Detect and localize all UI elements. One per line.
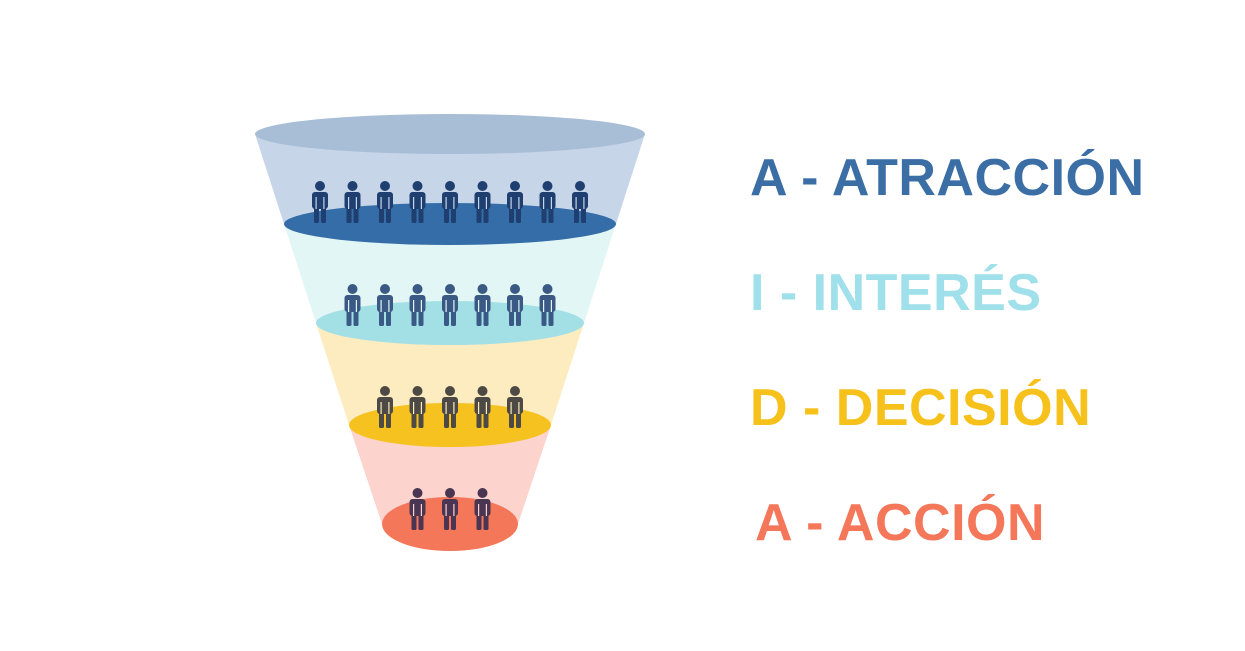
stage-label-interes: I - INTERÉS: [750, 264, 1042, 322]
person-icon: [507, 181, 523, 223]
person-icon: [377, 181, 393, 223]
person-icon: [409, 284, 426, 326]
person-icon: [409, 488, 426, 530]
person-icon: [312, 181, 328, 223]
person-icon: [442, 488, 458, 530]
person-icon: [507, 386, 523, 428]
person-icon: [474, 386, 491, 428]
person-icon: [409, 386, 426, 428]
person-icon: [344, 181, 361, 223]
funnel-disc-0: [284, 203, 616, 245]
person-icon: [474, 284, 491, 326]
person-icon: [474, 488, 491, 530]
person-icon: [539, 181, 556, 223]
person-icon: [442, 386, 458, 428]
person-icon: [507, 284, 523, 326]
funnel-disc-2: [349, 403, 551, 447]
person-icon: [474, 181, 491, 223]
person-icon: [409, 181, 426, 223]
person-icon: [442, 181, 458, 223]
stage-label-atraccion: A - ATRACCIÓN: [750, 149, 1145, 207]
person-icon: [572, 181, 588, 223]
funnel-top-rim: [255, 114, 645, 154]
stage-label-accion: A - ACCIÓN: [755, 494, 1046, 552]
person-icon: [344, 284, 361, 326]
person-icon: [377, 284, 393, 326]
person-icon: [539, 284, 556, 326]
person-icon: [442, 284, 458, 326]
funnel-band-1: [284, 224, 616, 323]
funnel-band-3: [349, 425, 551, 524]
stage-label-decision: D - DECISIÓN: [750, 379, 1092, 437]
person-icon: [377, 386, 393, 428]
